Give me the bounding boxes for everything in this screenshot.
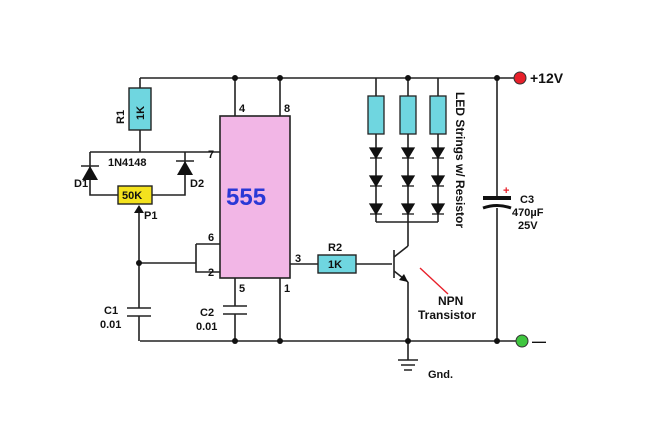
junction-dot [494,75,500,81]
junction-dot [405,75,411,81]
r2-value: 1K [328,259,342,271]
negative-label: — [532,333,546,349]
c3-polarity: + [503,185,509,197]
gnd-terminal [515,334,529,348]
c3-value: 470µF [512,207,544,219]
ic-555-label: 555 [226,184,266,211]
pin-label-1: 1 [284,283,290,295]
c1-value: 0.01 [100,319,121,331]
ground-symbol [398,359,418,371]
pin-label-3: 3 [295,253,301,265]
d1-label: D1 [74,178,88,190]
transistor-label-line1: NPN [438,294,463,308]
junction-dot [494,338,500,344]
junction-dot [232,75,238,81]
d2-label: D2 [190,178,204,190]
resistor-r1 [128,87,152,131]
npn-transistor [393,245,409,283]
c1-ref: C1 [104,305,118,317]
ic-555-body [219,115,291,279]
capacitor-c2 [223,305,247,315]
pin-label-8: 8 [284,103,290,115]
junction-dot [136,260,142,266]
r1-ref: R1 [115,110,127,124]
pot-wiper-arrow [134,205,144,213]
pin6-pin2-tie [139,243,220,273]
led-strings-label: LED Strings w/ Resistor [453,92,467,228]
r2-ref: R2 [328,242,342,254]
c2-value: 0.01 [196,321,217,333]
pin-label-6: 6 [208,232,214,244]
pot-value: 50K [122,190,142,202]
junction-dot [405,338,411,344]
transistor-pointer-line [419,267,449,295]
pin-label-5: 5 [239,283,245,295]
pin-label-7: 7 [208,149,214,161]
c3-ref: C3 [520,194,534,206]
c2-ref: C2 [200,307,214,319]
vcc-label: +12V [530,70,564,86]
vcc-terminal [513,71,527,85]
capacitor-c1 [127,307,151,317]
ground-label: Gnd. [428,369,453,381]
c3-voltage: 25V [518,220,538,232]
junction-dot [277,75,283,81]
transistor-label-line2: Transistor [418,308,476,322]
junction-dot [232,338,238,344]
led-string-resistor [429,95,447,135]
pin-label-2: 2 [208,267,214,279]
pot-ref: P1 [144,210,157,222]
led-string-3 [429,95,447,216]
junction-dots [136,75,500,344]
led-string-2 [399,95,417,216]
led-string-resistor [367,95,385,135]
led-string-resistor [399,95,417,135]
capacitor-c3 [482,196,512,210]
resistor-r2 [317,254,357,274]
potentiometer-p1 [117,185,153,205]
junction-dot [277,338,283,344]
diode-part-label: 1N4148 [108,157,147,169]
diode-d1 [81,165,99,180]
led-string-1 [367,95,385,216]
r1-value: 1K [135,106,147,120]
pin-label-4: 4 [239,103,246,115]
diode-d2 [176,160,194,175]
